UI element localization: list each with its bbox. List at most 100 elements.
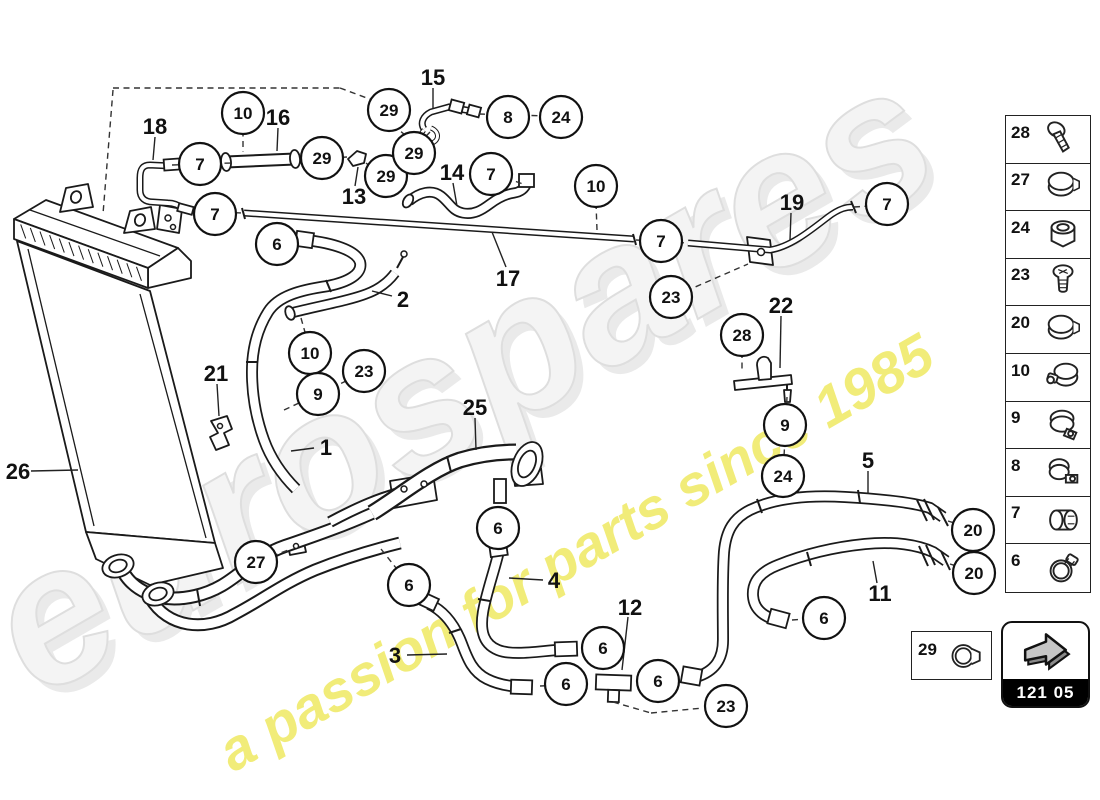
callout-21: 21 <box>204 361 228 386</box>
svg-text:27: 27 <box>247 553 266 572</box>
svg-text:25: 25 <box>463 395 487 420</box>
callout-15: 15 <box>421 65 445 90</box>
svg-text:15: 15 <box>421 65 445 90</box>
legend-number: 20 <box>1011 313 1030 333</box>
legend-item-8: 8 <box>1005 448 1091 498</box>
callout-29: 29 <box>391 130 437 176</box>
svg-text:19: 19 <box>780 190 804 215</box>
svg-text:7: 7 <box>195 155 204 174</box>
svg-text:29: 29 <box>313 149 332 168</box>
callout-7: 7 <box>177 141 223 187</box>
callout-7: 7 <box>192 191 238 237</box>
worm-clamp-icon <box>1035 547 1090 589</box>
svg-text:9: 9 <box>313 385 322 404</box>
svg-text:23: 23 <box>662 288 681 307</box>
svg-text:10: 10 <box>301 344 320 363</box>
svg-text:6: 6 <box>404 576 413 595</box>
svg-text:7: 7 <box>656 232 665 251</box>
legend-item-29: 29 <box>911 631 992 680</box>
svg-text:3: 3 <box>389 643 401 668</box>
callout-18: 18 <box>143 114 167 139</box>
callout-24: 24 <box>538 94 584 140</box>
legend-number: 8 <box>1011 455 1021 475</box>
clamp-icon <box>1035 166 1090 208</box>
legend-number: 10 <box>1011 360 1030 380</box>
callout-14: 14 <box>440 160 465 185</box>
callout-29: 29 <box>366 87 412 133</box>
legend-item-20: 20 <box>1005 305 1091 355</box>
callout-7: 7 <box>638 218 684 264</box>
svg-text:7: 7 <box>882 195 891 214</box>
callout-19: 19 <box>780 190 804 215</box>
callout-10: 10 <box>573 163 619 209</box>
svg-text:28: 28 <box>733 326 752 345</box>
callout-4: 4 <box>548 568 561 593</box>
diagram-code-box[interactable]: 121 05 <box>1001 621 1090 708</box>
callout-28: 28 <box>719 312 765 358</box>
svg-text:29: 29 <box>405 144 424 163</box>
svg-text:12: 12 <box>618 595 642 620</box>
svg-text:18: 18 <box>143 114 167 139</box>
callout-7: 7 <box>864 181 910 227</box>
svg-text:21: 21 <box>204 361 228 386</box>
callout-26: 26 <box>6 459 30 484</box>
clamp-screw-icon <box>1035 357 1090 399</box>
legend-item-9: 9 <box>1005 400 1091 450</box>
callout-13: 13 <box>342 184 366 209</box>
callout-6: 6 <box>543 661 589 707</box>
callout-16: 16 <box>266 105 290 130</box>
clamp-ring-icon <box>942 636 991 676</box>
svg-text:23: 23 <box>355 362 374 381</box>
callout-24: 24 <box>760 453 806 499</box>
diagram-linework <box>13 98 951 704</box>
legend-item-7: 7 <box>1005 495 1091 546</box>
legend-number: 24 <box>1011 217 1030 237</box>
svg-text:9: 9 <box>780 416 789 435</box>
legend-number: 7 <box>1011 503 1021 523</box>
diagram-code: 121 05 <box>1003 679 1088 706</box>
callout-20: 20 <box>950 507 996 553</box>
legend-number: 29 <box>918 639 937 659</box>
svg-text:16: 16 <box>266 105 290 130</box>
callout-9: 9 <box>762 402 808 448</box>
bolt-icon <box>1035 119 1090 161</box>
callout-6: 6 <box>254 221 300 267</box>
callout-8: 8 <box>485 94 531 140</box>
svg-text:17: 17 <box>496 266 520 291</box>
callout-3: 3 <box>389 643 401 668</box>
legend-item-23: 23 <box>1005 257 1091 308</box>
legend-item-10: 10 <box>1005 352 1091 403</box>
svg-text:13: 13 <box>342 184 366 209</box>
callout-22: 22 <box>769 293 793 318</box>
svg-text:10: 10 <box>234 104 253 123</box>
legend-item-6: 6 <box>1005 543 1091 593</box>
callout-6: 6 <box>475 505 521 551</box>
callout-6: 6 <box>580 625 626 671</box>
svg-text:6: 6 <box>272 235 281 254</box>
callout-2: 2 <box>397 287 409 312</box>
legend-number: 6 <box>1011 551 1021 571</box>
callout-5: 5 <box>862 448 874 473</box>
callout-7: 7 <box>468 151 514 197</box>
legend-item-27: 27 <box>1005 162 1091 212</box>
callout-27: 27 <box>233 539 279 585</box>
svg-text:22: 22 <box>769 293 793 318</box>
callout-6: 6 <box>386 562 432 608</box>
svg-text:20: 20 <box>965 564 984 583</box>
svg-text:1: 1 <box>320 435 332 460</box>
legend-item-28: 28 <box>1005 115 1091 165</box>
svg-text:6: 6 <box>653 672 662 691</box>
callout-12: 12 <box>618 595 642 620</box>
nut-icon <box>1035 214 1090 256</box>
callout-23: 23 <box>703 683 749 729</box>
svg-text:23: 23 <box>717 697 736 716</box>
svg-text:11: 11 <box>868 581 891 606</box>
svg-text:7: 7 <box>210 205 219 224</box>
callout-29: 29 <box>299 135 345 181</box>
callout-25: 25 <box>463 395 487 420</box>
callout-10: 10 <box>220 90 266 136</box>
screw-icon <box>1035 261 1090 303</box>
svg-text:10: 10 <box>587 177 606 196</box>
